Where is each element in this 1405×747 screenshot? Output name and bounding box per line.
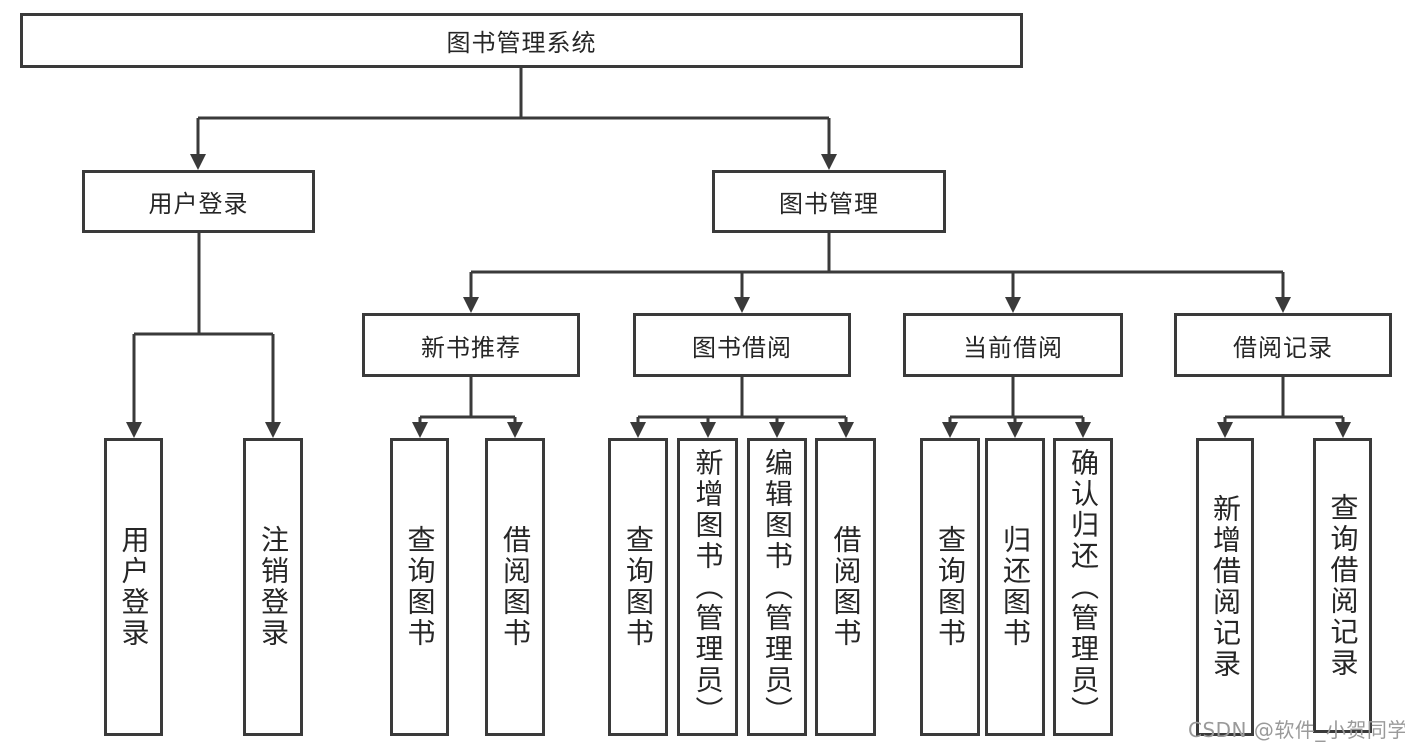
leaf-query-borrow-record: 查询借阅记录	[1313, 438, 1372, 733]
connector-current-to-leaves	[942, 377, 1091, 438]
connector-borrowing-to-leaves	[630, 377, 854, 438]
node-user-login: 用户登录	[82, 170, 315, 233]
leaf-return-books: 归还图书	[985, 438, 1045, 736]
leaf-add-books-admin: 新增图书（管理员）	[677, 438, 738, 736]
connector-newbooks-to-leaves	[412, 377, 523, 438]
leaf-borrow-books: 借阅图书	[815, 438, 876, 736]
leaf-logout: 注销登录	[243, 438, 303, 736]
leaf-user-login: 用户登录	[104, 438, 163, 736]
watermark: CSDN @软件_小贺同学	[1188, 718, 1405, 742]
node-root: 图书管理系统	[20, 13, 1023, 68]
node-borrowing-records: 借阅记录	[1174, 313, 1392, 377]
connector-userlogin-to-leaves	[126, 233, 281, 438]
leaf-add-borrow-record: 新增借阅记录	[1196, 438, 1254, 736]
node-current-borrowing: 当前借阅	[903, 313, 1123, 377]
leaf-query-books-borrowing: 查询图书	[608, 438, 668, 736]
node-new-book-recommend: 新书推荐	[362, 313, 580, 377]
leaf-confirm-return-admin: 确认归还（管理员）	[1053, 438, 1113, 736]
connector-records-to-leaves	[1217, 377, 1351, 438]
connector-root-to-level2	[190, 68, 837, 170]
leaf-edit-books-admin: 编辑图书（管理员）	[747, 438, 807, 736]
node-book-management: 图书管理	[712, 170, 946, 233]
connector-bookmgmt-to-level3	[463, 233, 1291, 313]
node-book-borrowing: 图书借阅	[633, 313, 851, 377]
leaf-borrow-books-recommend: 借阅图书	[485, 438, 545, 736]
leaf-query-books-current: 查询图书	[920, 438, 980, 736]
leaf-query-books-recommend: 查询图书	[390, 438, 449, 736]
